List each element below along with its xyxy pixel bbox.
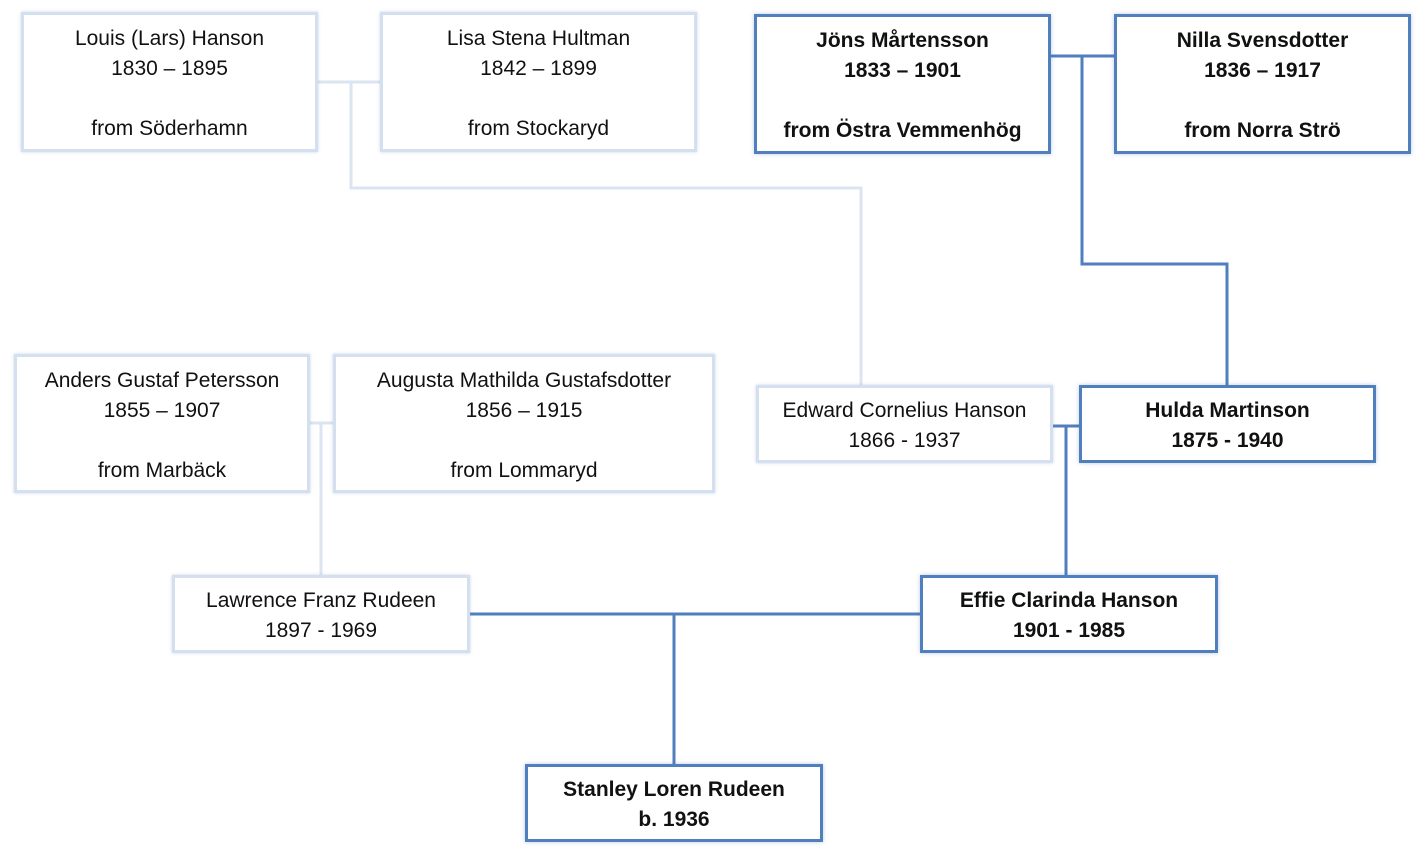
- person-origin: from Stockaryd: [467, 117, 610, 140]
- person-box-lisa-hultman: Lisa Stena Hultman 1842 – 1899 from Stoc…: [380, 12, 697, 152]
- person-years: 1855 – 1907: [103, 399, 221, 422]
- person-years: 1875 - 1940: [1171, 429, 1284, 452]
- connector-jons-nilla: [1051, 54, 1229, 385]
- person-years: 1836 – 1917: [1204, 59, 1321, 82]
- person-box-hulda-martinson: Hulda Martinson 1875 - 1940: [1079, 385, 1376, 463]
- person-years: 1897 - 1969: [264, 619, 378, 642]
- person-years: 1856 – 1915: [465, 399, 583, 422]
- person-box-louis-hanson: Louis (Lars) Hanson 1830 – 1895 from Söd…: [21, 12, 318, 152]
- connector-edward-hulda: [1053, 424, 1079, 575]
- person-name: Edward Cornelius Hanson: [782, 399, 1027, 422]
- person-name: Nilla Svensdotter: [1176, 29, 1349, 52]
- person-name: Stanley Loren Rudeen: [563, 778, 785, 801]
- person-name: Louis (Lars) Hanson: [74, 27, 265, 50]
- person-name: Lawrence Franz Rudeen: [206, 589, 436, 612]
- person-box-effie-hanson: Effie Clarinda Hanson 1901 - 1985: [920, 575, 1218, 653]
- person-name: Lisa Stena Hultman: [446, 27, 631, 50]
- person-origin: from Norra Strö: [1184, 119, 1341, 142]
- connector-anders-augusta: [310, 421, 333, 575]
- connector-louis-lisa: [318, 80, 863, 385]
- person-origin: from Söderhamn: [91, 117, 248, 140]
- person-box-augusta-gustafsdotter: Augusta Mathilda Gustafsdotter 1856 – 19…: [333, 354, 715, 493]
- person-years: 1866 - 1937: [848, 429, 961, 452]
- person-box-stanley-rudeen: Stanley Loren Rudeen b. 1936: [525, 764, 823, 842]
- connector-lawrence-effie: [470, 612, 920, 764]
- person-box-nilla-svensdotter: Nilla Svensdotter 1836 – 1917 from Norra…: [1114, 14, 1411, 154]
- person-box-anders-petersson: Anders Gustaf Petersson 1855 – 1907 from…: [14, 354, 310, 493]
- person-years: 1842 – 1899: [480, 57, 597, 80]
- person-name: Hulda Martinson: [1145, 399, 1310, 422]
- person-origin: from Marbäck: [97, 459, 227, 482]
- person-years: 1830 – 1895: [111, 57, 228, 80]
- person-box-lawrence-rudeen: Lawrence Franz Rudeen 1897 - 1969: [172, 575, 470, 653]
- person-name: Effie Clarinda Hanson: [959, 589, 1179, 612]
- person-name: Anders Gustaf Petersson: [44, 369, 280, 392]
- person-origin: from Östra Vemmenhög: [783, 119, 1022, 142]
- person-years: b. 1936: [638, 808, 710, 831]
- person-name: Jöns Mårtensson: [816, 29, 989, 52]
- person-origin: from Lommaryd: [450, 459, 598, 482]
- person-name: Augusta Mathilda Gustafsdotter: [376, 369, 672, 392]
- person-box-jons-martensson: Jöns Mårtensson 1833 – 1901 from Östra V…: [754, 14, 1051, 154]
- person-years: 1833 – 1901: [844, 59, 961, 82]
- person-years: 1901 - 1985: [1012, 619, 1126, 642]
- person-box-edward-hanson: Edward Cornelius Hanson 1866 - 1937: [756, 385, 1053, 463]
